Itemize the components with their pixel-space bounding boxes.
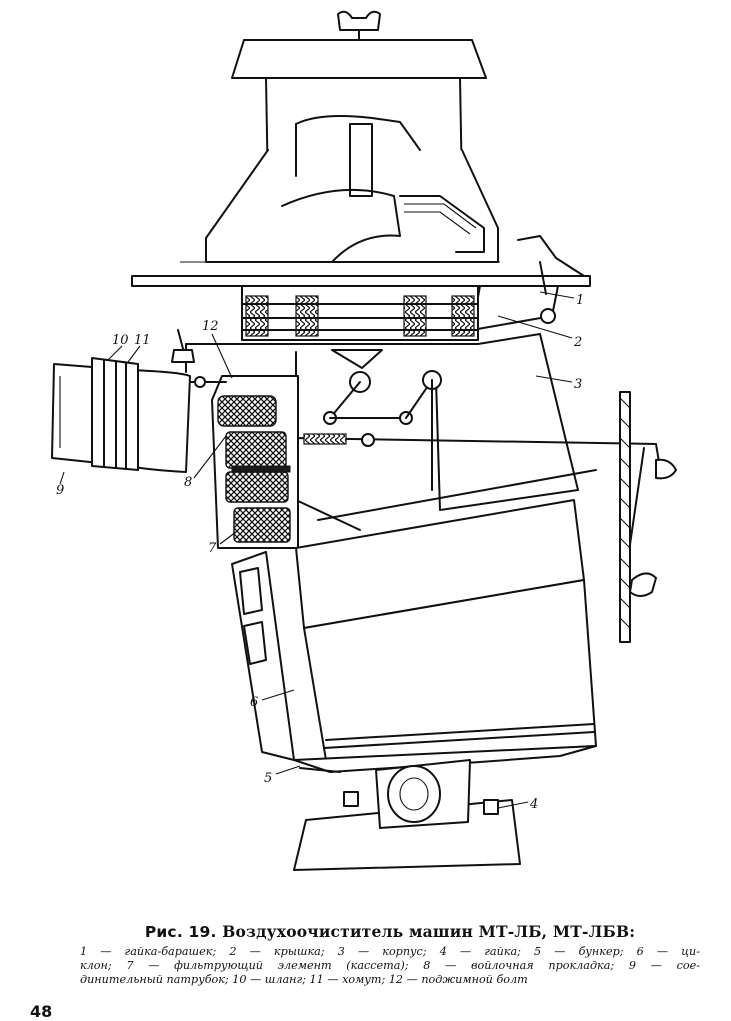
connecting-pipe [51,357,191,473]
figure-caption: Рис. 19. Воздухоочиститель машин МТ-ЛБ, … [80,922,700,987]
callout-12: 12 [202,319,219,334]
callout-6: 6 [250,695,258,710]
caption-number: 19. [188,923,217,941]
legend-line-3: динительный патрубок; 10 — шланг; 11 — х… [80,973,528,986]
legend-line-2: клон; 7 — фильтрующий элемент (кассета);… [80,959,700,972]
linkage-mechanism [323,349,442,491]
filter-element [211,375,299,549]
caption-title: Рис. 19. Воздухоочиститель машин МТ-ЛБ, … [80,922,700,941]
callout-8: 8 [184,475,192,490]
cover [471,261,559,331]
internal-duct [281,115,585,277]
callout-7: 7 [208,541,217,556]
callout-11: 11 [134,333,151,348]
callout-3: 3 [574,377,582,392]
clamp-bolt [171,329,227,388]
dust-hopper [293,745,597,773]
base-support [293,759,521,871]
caption-prefix: Рис. [144,923,183,941]
callout-4: 4 [529,797,538,812]
legend-line-1: 1 — гайка-барашек; 2 — крышка; 3 — корпу… [80,945,700,958]
tension-rod [291,433,677,597]
callout-9: 9 [56,483,64,498]
mounting-bracket-right [619,391,631,643]
mounting-flange [131,261,591,287]
spring-bellows [241,285,479,341]
caption-title-text: Воздухоочиститель машин МТ-ЛБ, МТ-ЛБВ: [222,922,636,941]
air-cleaner-diagram: 1 2 3 4 5 6 7 8 9 10 11 12 [51,10,677,871]
top-wing-nut [337,10,381,41]
caption-legend: 1 — гайка-барашек; 2 — крышка; 3 — корпу… [80,945,700,987]
leader-lines [59,291,575,809]
callout-10: 10 [112,333,129,348]
callout-1: 1 [576,293,584,308]
cyclone [231,469,597,761]
callout-5: 5 [264,771,272,786]
callout-2: 2 [573,335,582,350]
